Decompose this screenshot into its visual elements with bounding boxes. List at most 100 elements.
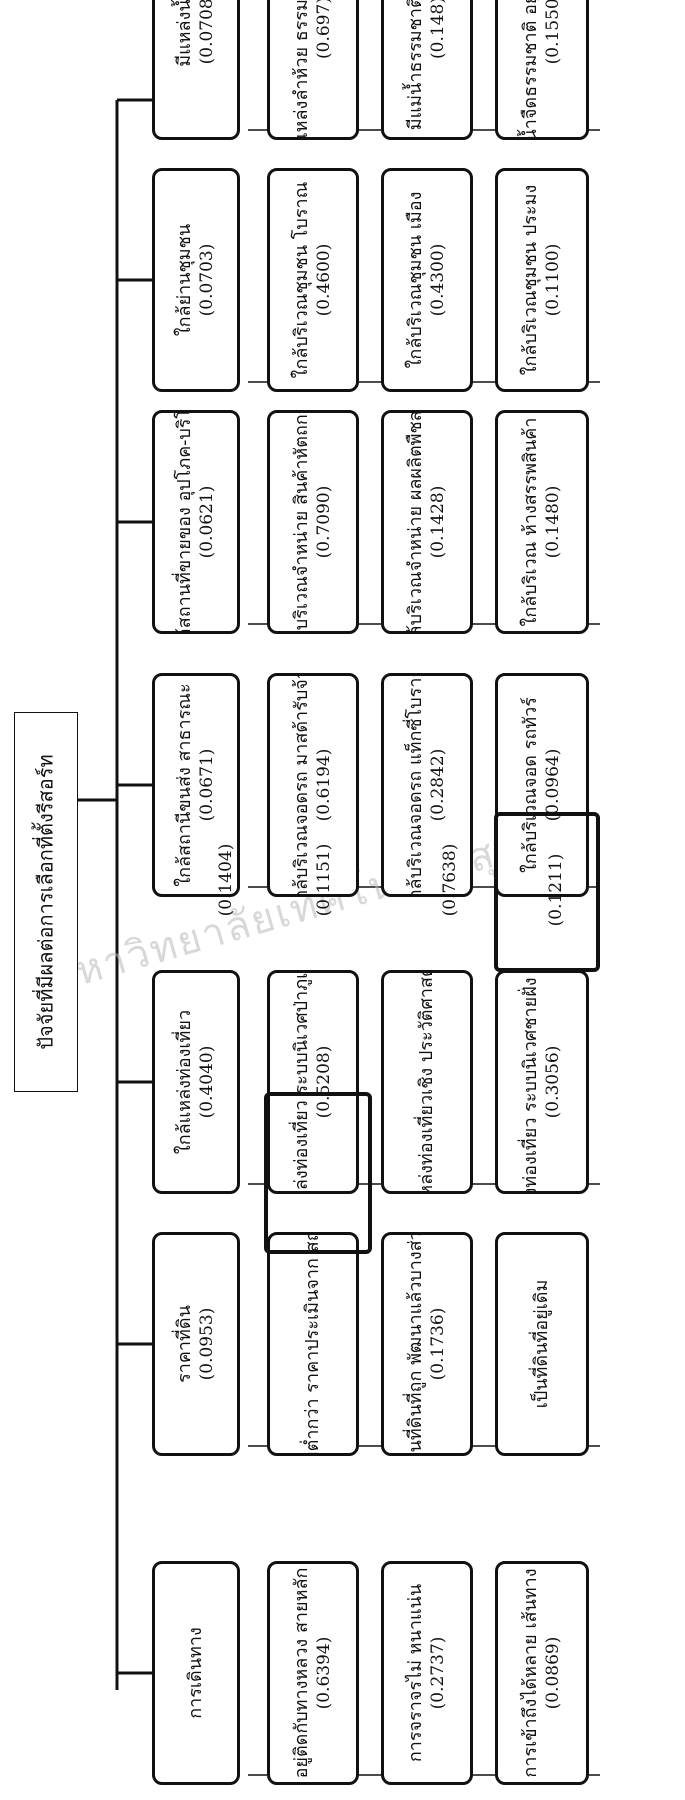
criterion-node-label: ใกล้ย่านชุมชน (174, 223, 196, 337)
subcriterion-node-value: (0.4300) (427, 243, 448, 317)
subcriterion-node-value: (0.148) (427, 0, 448, 59)
criterion-node: ราคาที่ดิน(0.0953) (152, 1232, 240, 1456)
subcriterion-node-label: ใกล้บริเวณจำหน่าย สินค้าหัตถกรรม (291, 410, 313, 634)
subcriterion-node-value: (0.4600) (313, 243, 334, 317)
criterion-node-label: ใกล้สถานที่ขายของ อุปโภค-บริโภค (174, 410, 196, 634)
subcriterion-node-value: (0.7090) (313, 485, 334, 559)
subcriterion-node-label: การจราจรไม่ หนาแน่น (405, 1583, 427, 1763)
subcriterion-node: ใกล้บริเวณจำหน่าย สินค้าหัตถกรรม(0.7090) (267, 410, 359, 634)
root-label: ปัจจัยที่มีผลต่อการเลือกที่ตั้งรีสอร์ท (33, 754, 58, 1050)
subcriterion-node: แหล่งท่องเที่ยวเชิง ประวัติศาสตร์ (381, 970, 473, 1194)
subcriterion-node: การจราจรไม่ หนาแน่น(0.2737) (381, 1561, 473, 1785)
subcriterion-node-text: ใกล้บริเวณจำหน่าย สินค้าหัตถกรรม(0.7090) (291, 410, 335, 634)
criterion-node: ใกล้ย่านชุมชน(0.0703) (152, 168, 240, 392)
criterion-node-text: มีแหล่งน้ำ(0.0708) (174, 0, 218, 67)
criterion-node-label: มีแหล่งน้ำ (174, 0, 196, 67)
criterion-node-text: ราคาที่ดิน(0.0953) (174, 1305, 218, 1383)
subcriterion-node-label: มีแหล่งลำห้วย ธรรมชาติไหลผ่าน (291, 0, 313, 140)
subcriterion-node-label: ใกล้บริเวณจำหน่าย ผลผลิตพืชสวน (405, 410, 427, 634)
subcriterion-node-value: (0.697) (313, 0, 334, 59)
subcriterion-node: อยู่ติดกับทางหลวง สายหลัก(0.6394) (267, 1561, 359, 1785)
criterion-node-text: ใกล้สถานีขนส่ง สาธารณะ(0.0671) (174, 683, 218, 886)
subcriterion-node: มีแม่น้ำธรรมชาติ ไหลผ่าน(0.148) (381, 0, 473, 140)
subcriterion-node: ใกล้บริเวณจอดรถ แท็กซี่โบราณ(0.2842) (381, 673, 473, 897)
subcriterion-node-label: ใกล้บริเวณ ห้างสรรพสินค้า (520, 417, 542, 627)
criterion-node: การเดินทาง (152, 1561, 240, 1785)
subcriterion-node-text: แหล่งท่องเที่ยวเชิง ประวัติศาสตร์ (415, 970, 439, 1194)
subcriterion-node-text: ใกล้บริเวณชุมชน ประมง(0.1100) (520, 185, 564, 376)
criterion-node-text: ใกล้แหล่งท่องเที่ยว(0.4040) (174, 1010, 218, 1154)
subcriterion-node: ใกล้บริเวณจอด รถทัวร์(0.0964) (495, 673, 589, 897)
subcriterion-node-text: ใกล้บริเวณ ห้างสรรพสินค้า(0.1480) (520, 418, 564, 627)
subcriterion-node-text: การเข้าถึงได้หลาย เส้นทาง(0.0869) (520, 1568, 564, 1777)
subcriterion-node-label: ใกล้บริเวณจอดรถ แท็กซี่โบราณ (405, 673, 427, 897)
highlight-frame (264, 1092, 372, 1254)
subcriterion-node-text: เป็นที่ดินที่ถูก พัฒนาแล้วบางส่วน(0.1736… (405, 1232, 449, 1456)
subcriterion-node-text: อยู่ติดกับทางหลวง สายหลัก(0.6394) (291, 1568, 335, 1779)
floating-value: (0.7638) (440, 843, 460, 917)
subcriterion-node-label: แหล่งท่องเที่ยวเชิง ประวัติศาสตร์ (415, 970, 437, 1194)
subcriterion-node: ใกล้บริเวณ ห้างสรรพสินค้า(0.1480) (495, 410, 589, 634)
subcriterion-node-label: เป็นที่ดินที่อยู่เดิม (530, 1279, 552, 1409)
subcriterion-node-label: การเข้าถึงได้หลาย เส้นทาง (520, 1568, 542, 1778)
criterion-node: มีแหล่งน้ำ(0.0708) (152, 0, 240, 140)
subcriterion-node-value: (0.0869) (542, 1636, 563, 1710)
subcriterion-node: เป็นที่ดินที่อยู่เดิม (495, 1232, 589, 1456)
subcriterion-node-text: มีบึงน้ำจืดธรรมชาติ อยู่ในบริเวณพื้นที่(… (520, 0, 564, 137)
subcriterion-node-value: (0.6394) (313, 1636, 334, 1710)
subcriterion-node-value: (0.1550) (542, 0, 563, 65)
criterion-node: ใกล้สถานีขนส่ง สาธารณะ(0.0671) (152, 673, 240, 897)
subcriterion-node-label: อยู่ติดกับทางหลวง สายหลัก (291, 1567, 313, 1779)
criterion-node-label: ราคาที่ดิน (174, 1305, 196, 1383)
criterion-node: ใกล้แหล่งท่องเที่ยว(0.4040) (152, 970, 240, 1194)
subcriterion-node-value: (0.1428) (427, 485, 448, 559)
criterion-node-text: การเดินทาง (185, 1627, 208, 1719)
subcriterion-node-label: มีบึงน้ำจืดธรรมชาติ อยู่ในบริเวณพื้นที่ (520, 0, 543, 137)
subcriterion-node: มีบึงน้ำจืดธรรมชาติ อยู่ในบริเวณพื้นที่(… (495, 0, 589, 140)
subcriterion-node-value: (0.2737) (427, 1636, 448, 1710)
subcriterion-node-label: แหล่งท่องเที่ยว ระบบนิเวศชายฝั่ง ทะเล (520, 970, 542, 1194)
subcriterion-node-text: มีแม่น้ำธรรมชาติ ไหลผ่าน(0.148) (405, 0, 449, 130)
subcriterion-node-label: ใกล้บริเวณจอดรถ มาสด้ารับจ้าง (291, 673, 313, 897)
subcriterion-node: การเข้าถึงได้หลาย เส้นทาง(0.0869) (495, 1561, 589, 1785)
subcriterion-node-text: ใกล้บริเวณชุมชน โบราณ(0.4600) (291, 182, 335, 379)
subcriterion-node: ใกล้บริเวณชุมชน ประมง(0.1100) (495, 168, 589, 392)
subcriterion-node: ใกล้บริเวณจำหน่าย ผลผลิตพืชสวน(0.1428) (381, 410, 473, 634)
subcriterion-node-value: (0.1736) (427, 1307, 448, 1381)
root-node: ปัจจัยที่มีผลต่อการเลือกที่ตั้งรีสอร์ท (14, 712, 78, 1092)
subcriterion-node: เป็นที่ดินที่ถูก พัฒนาแล้วบางส่วน(0.1736… (381, 1232, 473, 1456)
floating-value: (0.1404) (216, 843, 236, 917)
subcriterion-node: ใกล้บริเวณชุมชน โบราณ(0.4600) (267, 168, 359, 392)
criterion-node-value: (0.0708) (196, 0, 217, 65)
criterion-node-value: (0.0671) (196, 748, 217, 822)
criterion-node-label: ใกล้สถานีขนส่ง สาธารณะ (174, 683, 196, 887)
subcriterion-node-text: ราคาซื้อขายต่ำกว่า ราคาประเมินจาก สถาบัน… (302, 1235, 325, 1453)
subcriterion-node-value: (0.1100) (542, 243, 563, 317)
subcriterion-node-value: (0.3056) (542, 1045, 563, 1119)
subcriterion-node: แหล่งท่องเที่ยว ระบบนิเวศชายฝั่ง ทะเล(0.… (495, 970, 589, 1194)
criterion-node-label: ใกล้แหล่งท่องเที่ยว (174, 1009, 196, 1155)
subcriterion-node: แหล่งท่องเที่ยว ระบบนิเวศป่าภูเขา(0.5208… (267, 970, 359, 1194)
subcriterion-node: ราคาซื้อขายต่ำกว่า ราคาประเมินจาก สถาบัน… (267, 1232, 359, 1456)
subcriterion-node: มีแหล่งลำห้วย ธรรมชาติไหลผ่าน(0.697) (267, 0, 359, 140)
subcriterion-node-label: เป็นที่ดินที่ถูก พัฒนาแล้วบางส่วน (405, 1232, 427, 1456)
criterion-node-text: ใกล้ย่านชุมชน(0.0703) (174, 224, 218, 336)
subcriterion-node-label: ใกล้บริเวณชุมชน เมือง (405, 191, 427, 369)
subcriterion-node-label: ใกล้บริเวณชุมชน โบราณ (291, 181, 313, 379)
criterion-node-value: (0.4040) (196, 1045, 217, 1119)
subcriterion-node: ใกล้บริเวณชุมชน เมือง(0.4300) (381, 168, 473, 392)
subcriterion-node-label: มีแม่น้ำธรรมชาติ ไหลผ่าน (405, 0, 427, 131)
criterion-node-value: (0.0621) (196, 485, 217, 559)
subcriterion-node-text: เป็นที่ดินที่อยู่เดิม (531, 1280, 554, 1409)
criterion-node-text: ใกล้สถานที่ขายของ อุปโภค-บริโภค(0.0621) (174, 410, 218, 634)
subcriterion-node-label: ใกล้บริเวณชุมชน ประมง (520, 184, 542, 376)
subcriterion-node-text: ใกล้บริเวณชุมชน เมือง(0.4300) (405, 192, 449, 369)
subcriterion-node-value: (0.1480) (542, 485, 563, 559)
criterion-node-value: (0.0953) (196, 1307, 217, 1381)
subcriterion-node-text: การจราจรไม่ หนาแน่น(0.2737) (405, 1584, 449, 1762)
floating-value: (0.1151) (314, 843, 334, 917)
subcriterion-node-text: มีแหล่งลำห้วย ธรรมชาติไหลผ่าน(0.697) (291, 0, 335, 140)
subcriterion-node: ใกล้บริเวณจอดรถ มาสด้ารับจ้าง(0.6194) (267, 673, 359, 897)
subcriterion-node-text: ใกล้บริเวณจำหน่าย ผลผลิตพืชสวน(0.1428) (405, 410, 449, 634)
